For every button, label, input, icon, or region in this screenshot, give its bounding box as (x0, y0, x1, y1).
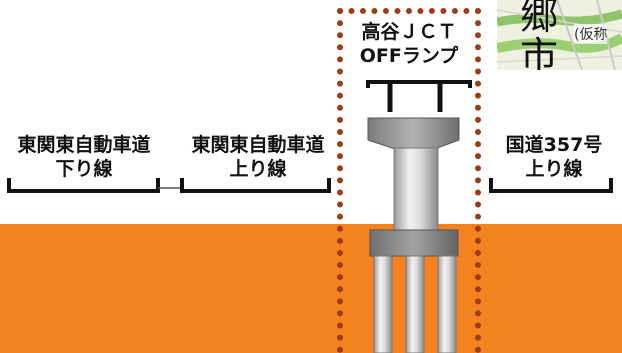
road-brackets (7, 80, 613, 193)
bracket-east-kanto-down (7, 178, 160, 193)
label-east-kanto-up: 東関東自動車道 上り線 (176, 133, 340, 181)
map-inset: 郷 市 (仮称 (497, 0, 622, 70)
map-inset-label: (仮称 (574, 24, 608, 44)
label-takaya-jct-off-ramp: 高谷ＪＣＴ OFFランプ (344, 20, 474, 68)
map-city-name: 郷 市 (519, 0, 558, 70)
bracket-ramp (366, 80, 472, 88)
bracket-east-kanto-up (180, 178, 331, 193)
label-route-357-line1: 国道357号 (505, 134, 603, 156)
highlight-frame (337, 8, 481, 353)
label-route-357-up: 国道357号 上り線 (494, 133, 614, 181)
label-ramp-line1: 高谷ＪＣＴ (361, 21, 457, 43)
label-east-kanto-down-line2: 下り線 (55, 158, 113, 180)
label-east-kanto-down-line1: 東関東自動車道 (17, 134, 151, 156)
label-east-kanto-down: 東関東自動車道 下り線 (4, 133, 164, 181)
pile-left (373, 255, 393, 353)
label-east-kanto-up-line2: 上り線 (229, 158, 287, 180)
label-route-357-line2: 上り線 (525, 158, 583, 180)
pier-footing (369, 229, 459, 257)
ground-layer (0, 224, 622, 353)
pile-middle (405, 255, 425, 353)
label-east-kanto-up-line1: 東関東自動車道 (191, 134, 325, 156)
pile-right (437, 255, 457, 353)
label-ramp-line2: OFFランプ (359, 45, 459, 67)
bracket-route-357 (489, 178, 613, 193)
